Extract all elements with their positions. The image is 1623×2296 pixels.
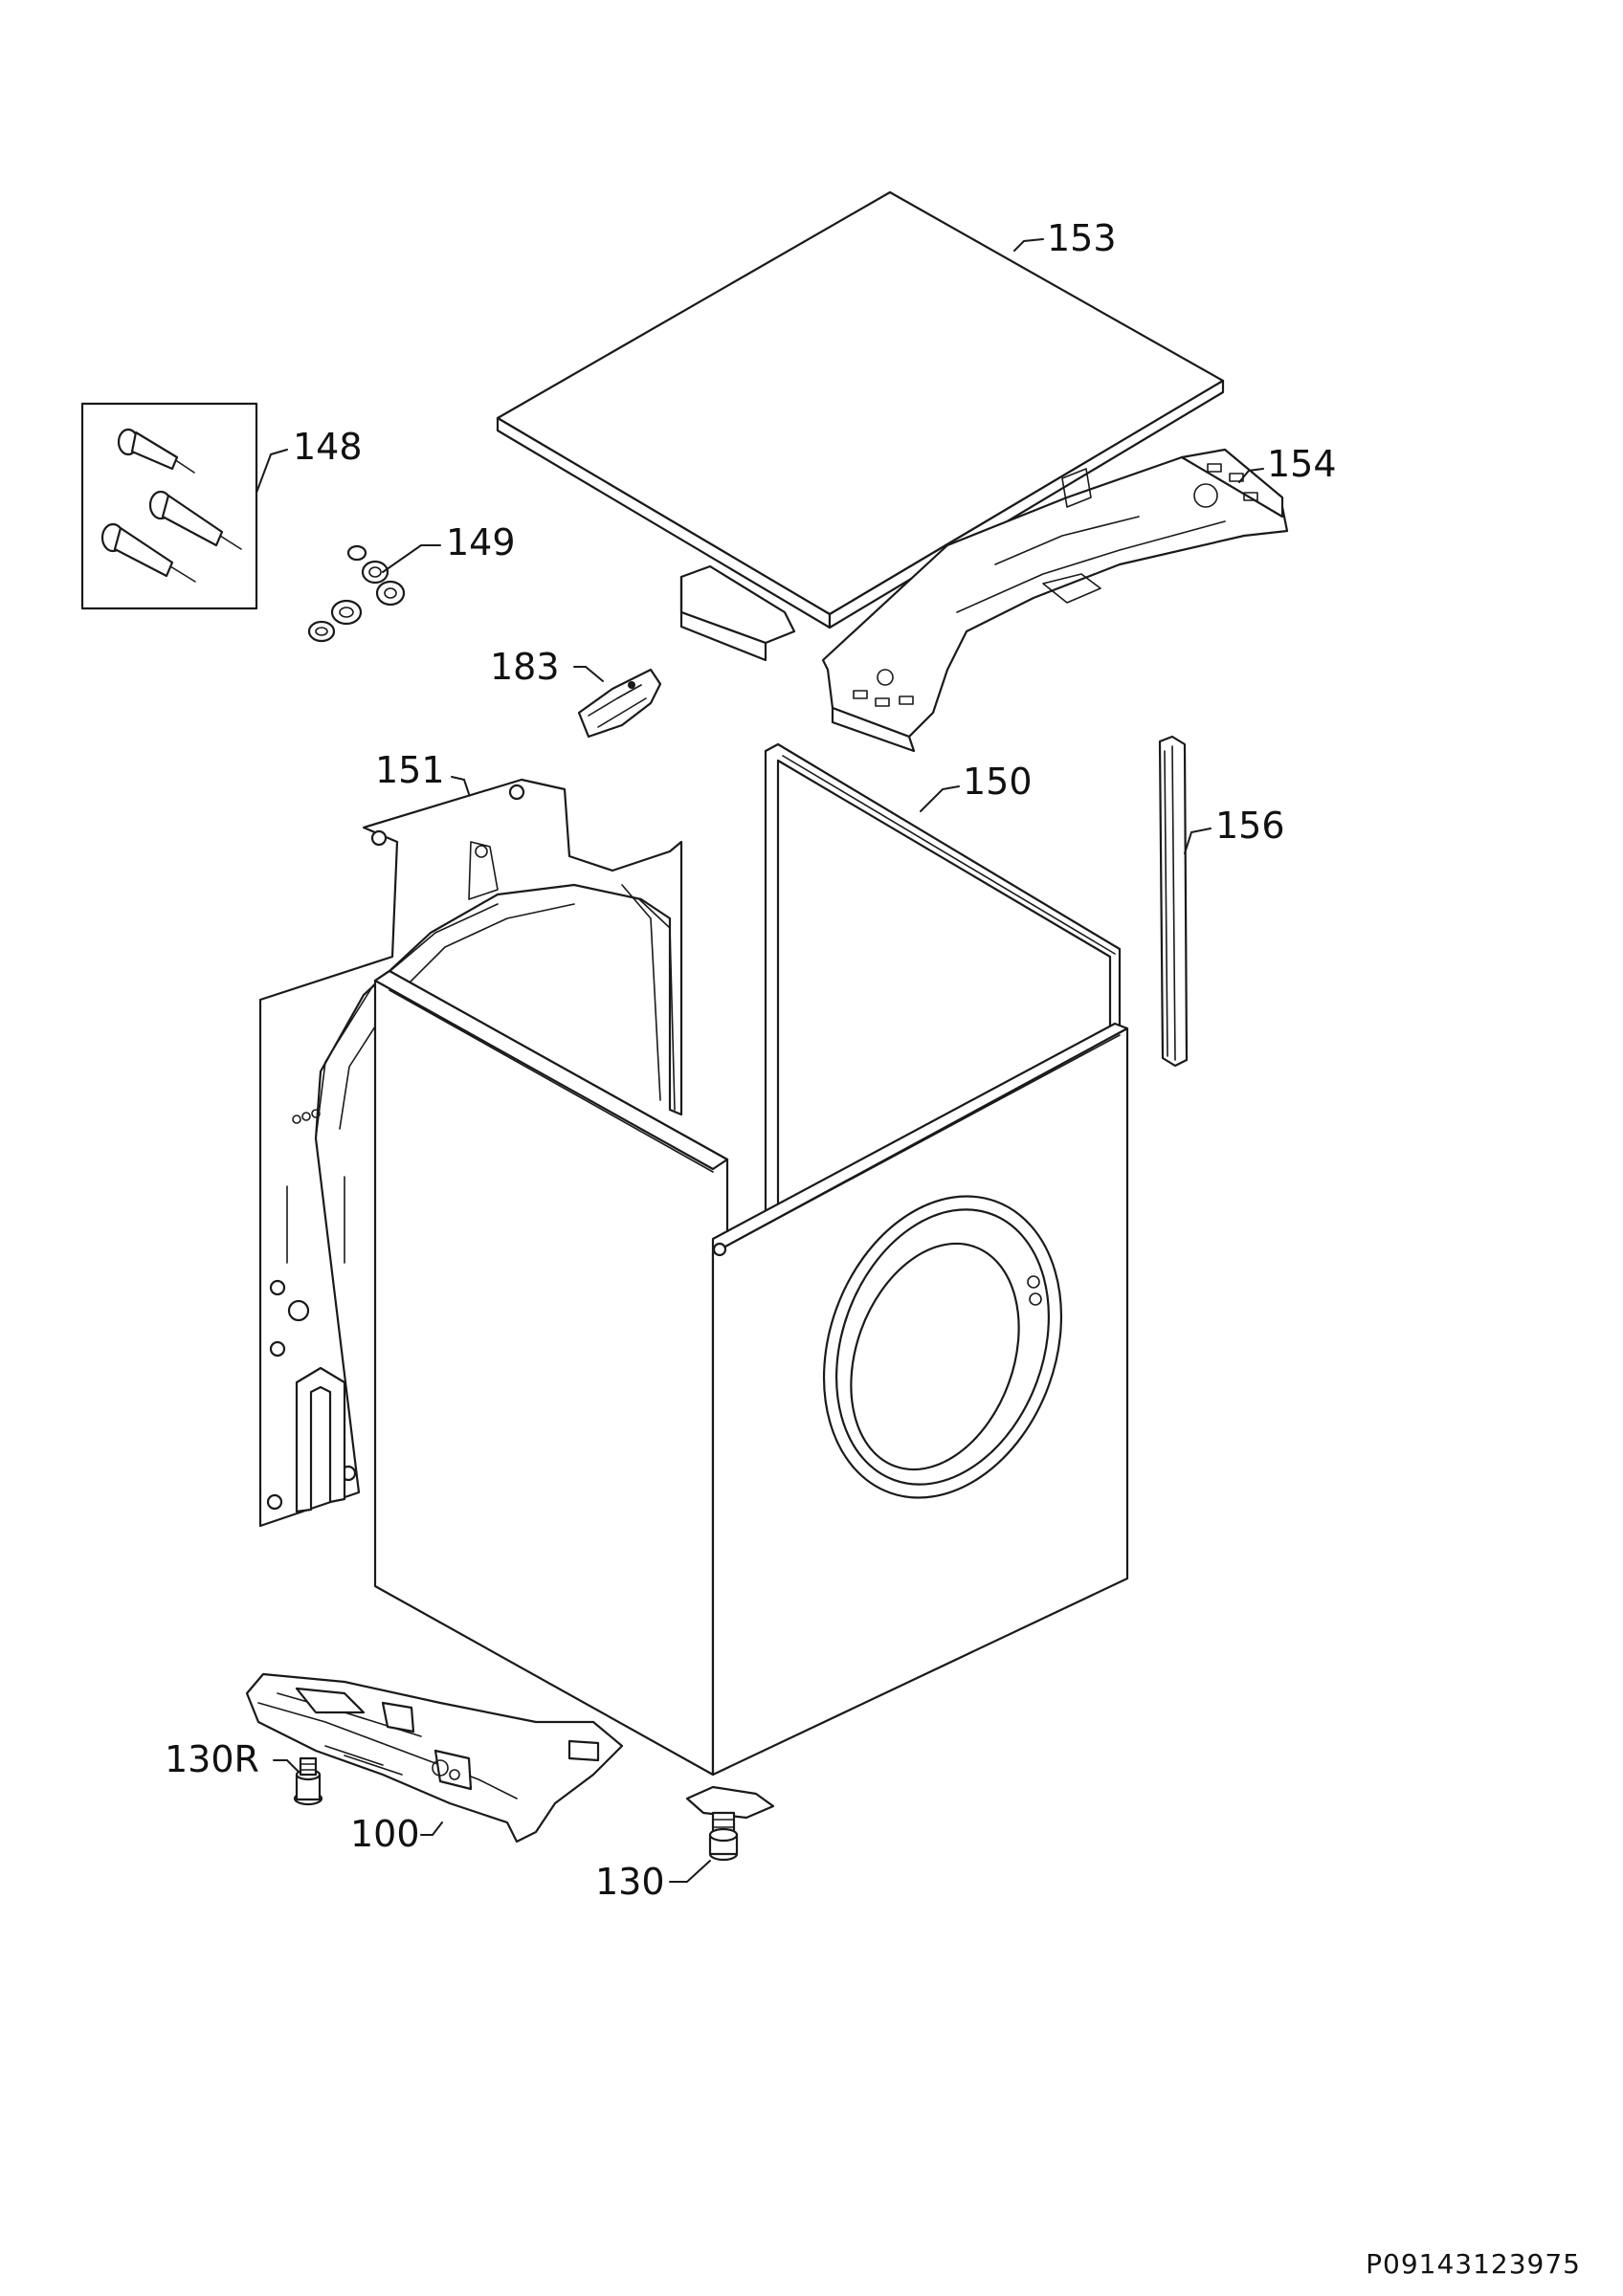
part-148-transit-bolts-kit[interactable] [80,402,258,610]
leader-lines [256,238,1264,1883]
transit-bolt-1 [117,428,195,474]
cabinet-body [373,969,1129,1777]
label-154: 154 [1267,443,1337,485]
label-151: 151 [375,749,445,791]
label-100: 100 [350,1813,420,1855]
label-130: 130 [595,1861,665,1903]
label-148: 148 [293,426,363,468]
label-183: 183 [490,646,560,688]
label-156: 156 [1215,805,1285,847]
part-154-top-cross-brace[interactable] [679,448,1289,753]
document-id: P09143123975 [1366,2248,1581,2280]
transit-bolt-3 [100,522,196,583]
part-130-adjustable-foot[interactable] [685,1785,775,1862]
part-183-hinge-clip[interactable] [577,668,662,739]
part-100-base-frame[interactable] [245,1672,624,1843]
part-130R-adjustable-foot[interactable] [293,1756,323,1806]
label-149: 149 [446,521,516,563]
label-153: 153 [1047,217,1117,259]
part-151-rear-panel[interactable] [258,778,683,1528]
label-130R: 130R [165,1738,259,1780]
part-labels: 153 154 148 149 183 151 150 156 130R 100… [165,217,1337,1903]
transit-bolt-2 [148,490,242,550]
part-149-washer-set[interactable] [307,544,406,643]
part-156-corner-profile[interactable] [1158,735,1189,1068]
label-150: 150 [963,761,1033,803]
